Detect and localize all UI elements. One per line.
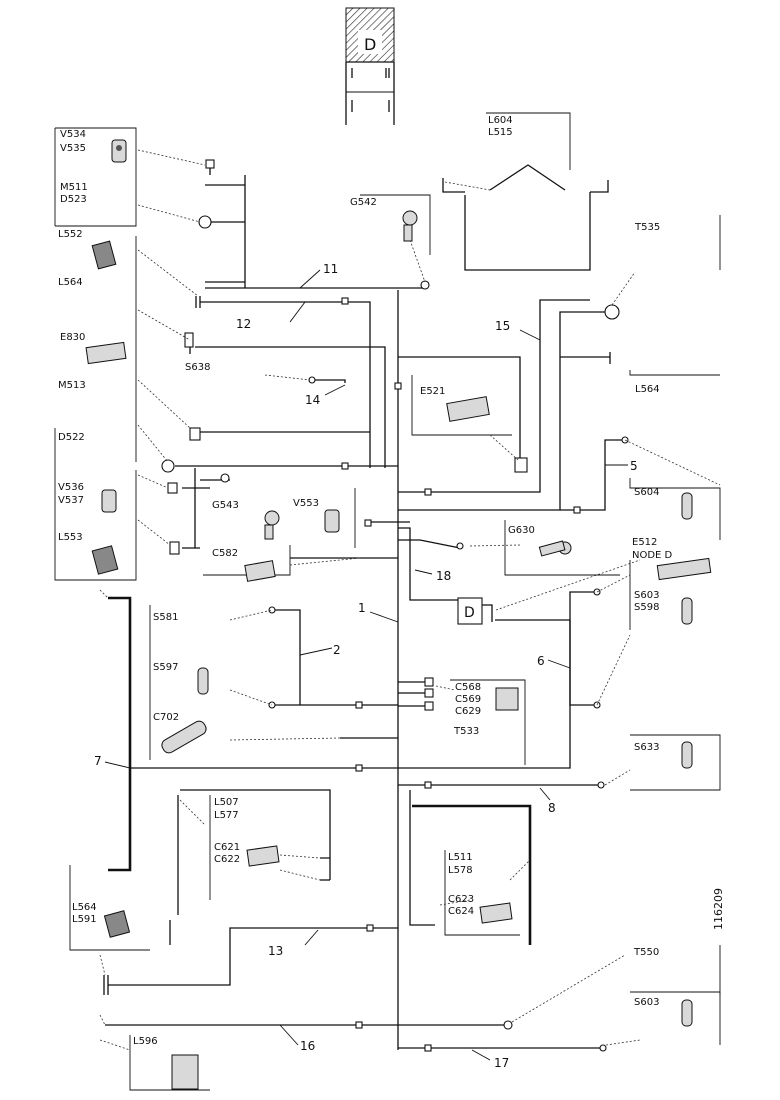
label-s603-bottom: S603	[634, 997, 659, 1008]
label-l564-bottom: L564	[72, 902, 97, 913]
module-l553-icon	[91, 545, 119, 575]
label-s604: S604	[634, 487, 659, 498]
switch-v534-icon	[111, 139, 127, 163]
node-d-box-letter: D	[464, 605, 475, 621]
label-l511: L511	[448, 852, 473, 863]
terminals	[161, 159, 629, 1052]
label-l552: L552	[58, 229, 83, 240]
label-v537: V537	[58, 495, 84, 506]
harness-number-16: 16	[300, 1039, 315, 1053]
label-m513: M513	[58, 380, 86, 391]
switch-v536-icon	[101, 489, 117, 513]
harness-number-1: 1	[358, 601, 366, 615]
label-t550: T550	[633, 947, 659, 958]
fuse-c702-icon	[161, 720, 207, 754]
bulb-s603-icon	[681, 597, 693, 625]
label-l564-top: L564	[58, 277, 83, 288]
module-l552-icon	[91, 240, 117, 270]
vehicle-locator-inset: D	[345, 7, 395, 125]
harness-number-5: 5	[630, 459, 638, 473]
label-e830: E830	[60, 332, 85, 343]
label-c622: C622	[214, 854, 240, 865]
label-d522: D522	[58, 432, 85, 443]
label-node-d: NODE D	[632, 550, 673, 561]
harness-number-6: 6	[537, 654, 545, 668]
label-c623: C623	[448, 894, 474, 905]
module-e830-icon	[85, 341, 127, 365]
module-l596-icon	[171, 1054, 199, 1090]
label-e521: E521	[420, 386, 445, 397]
bulb-s597-icon	[197, 667, 209, 695]
label-l553: L553	[58, 532, 83, 543]
label-e512: E512	[632, 537, 657, 548]
harness-number-2: 2	[333, 643, 341, 657]
drawing-number: 116209	[712, 888, 725, 930]
label-l577: L577	[214, 810, 239, 821]
component-icons	[85, 139, 712, 1090]
label-m511: M511	[60, 182, 88, 193]
connector-c623-icon	[479, 902, 513, 924]
switch-v553-icon	[324, 509, 340, 533]
label-c569: C569	[455, 694, 481, 705]
bulb-s604-icon	[681, 492, 693, 520]
harness-number-11: 11	[323, 262, 338, 276]
label-v535: V535	[60, 143, 86, 154]
sensor-g543-icon	[264, 510, 280, 540]
sensor-g630-icon	[538, 540, 572, 557]
label-c621: C621	[214, 842, 240, 853]
label-c702: C702	[153, 712, 179, 723]
label-v553: V553	[293, 498, 319, 509]
connector-c568-icon	[495, 687, 519, 711]
harness-number-group: 1 2 5 6 7 8 11 12 13 14 15 16 17 18	[94, 262, 638, 1070]
label-g630: G630	[508, 525, 535, 536]
label-g542: G542	[350, 197, 377, 208]
harness-number-15: 15	[495, 319, 510, 333]
bulb-s633-icon	[681, 741, 693, 769]
label-s581: S581	[153, 612, 178, 623]
label-l596: L596	[133, 1036, 158, 1047]
label-c568: C568	[455, 682, 481, 693]
label-l507: L507	[214, 797, 239, 808]
label-s638: S638	[185, 362, 210, 373]
connector-c582-icon	[244, 560, 276, 582]
connector-c621-icon	[246, 845, 280, 867]
component-label-group: V534 V535 M511 D523 G542 L604 L515 T535 …	[58, 115, 673, 1047]
inset-letter: D	[364, 35, 376, 54]
label-t535: T535	[634, 222, 660, 233]
harness-number-17: 17	[494, 1056, 509, 1070]
label-s597: S597	[153, 662, 178, 673]
component-frames	[54, 112, 721, 1091]
label-l578: L578	[448, 865, 473, 876]
label-c582: C582	[212, 548, 238, 559]
sensor-g542-icon	[402, 210, 418, 242]
label-d523: D523	[60, 194, 87, 205]
harness-number-14: 14	[305, 393, 320, 407]
label-v534: V534	[60, 129, 86, 140]
harness-number-12: 12	[236, 317, 251, 331]
module-e512-icon	[656, 557, 712, 581]
harness-number-8: 8	[548, 801, 556, 815]
label-l564-right: L564	[635, 384, 660, 395]
harness-number-7: 7	[94, 754, 102, 768]
label-l591: L591	[72, 914, 97, 925]
harness-number-18: 18	[436, 569, 451, 583]
label-c629: C629	[455, 706, 481, 717]
leader-lines	[99, 149, 721, 1051]
label-s598: S598	[634, 602, 659, 613]
module-e521-icon	[446, 396, 490, 422]
module-l564-icon	[103, 910, 131, 938]
label-l515: L515	[488, 127, 513, 138]
label-s633: S633	[634, 742, 659, 753]
label-g543: G543	[212, 500, 239, 511]
label-t533: T533	[453, 726, 479, 737]
harness-number-13: 13	[268, 944, 283, 958]
bulb-s603b-icon	[681, 999, 693, 1027]
label-l604: L604	[488, 115, 513, 126]
label-c624: C624	[448, 906, 474, 917]
label-s603: S603	[634, 590, 659, 601]
label-v536: V536	[58, 482, 84, 493]
